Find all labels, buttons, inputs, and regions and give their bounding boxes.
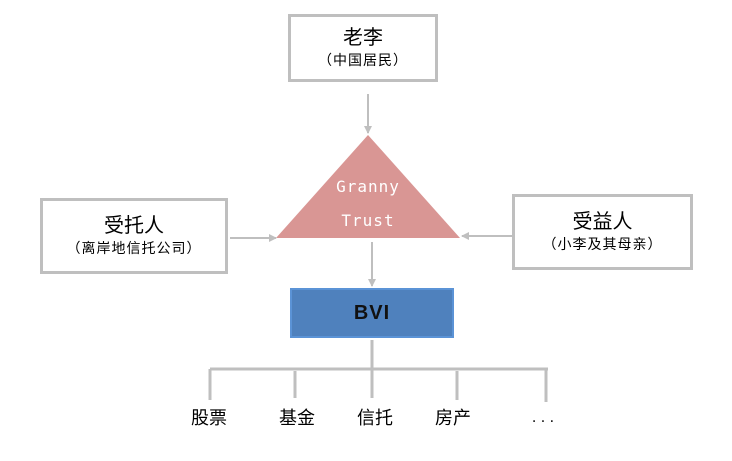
settlor-title: 老李 — [343, 25, 383, 49]
settlor-box: 老李 （中国居民） — [288, 14, 438, 82]
bvi-company-box: BVI — [290, 288, 454, 338]
asset-item: . . . — [531, 410, 555, 426]
asset-item: 信托 — [357, 408, 393, 429]
asset-item: 基金 — [279, 408, 315, 429]
beneficiary-subtitle: （小李及其母亲） — [542, 237, 663, 253]
asset-item: 房产 — [435, 408, 471, 429]
trust-label-line1: Granny — [336, 177, 400, 196]
trust-label-line2: Trust — [341, 211, 395, 230]
trustee-title: 受托人 — [104, 213, 164, 237]
beneficiary-title: 受益人 — [572, 209, 633, 233]
trust-triangle — [276, 135, 460, 238]
beneficiary-box: 受益人 （小李及其母亲） — [512, 194, 693, 270]
settlor-subtitle: （中国居民） — [318, 53, 408, 69]
asset-item: 股票 — [191, 408, 227, 429]
trustee-box: 受托人 （离岸地信托公司） — [40, 198, 228, 274]
trustee-subtitle: （离岸地信托公司） — [66, 241, 202, 257]
